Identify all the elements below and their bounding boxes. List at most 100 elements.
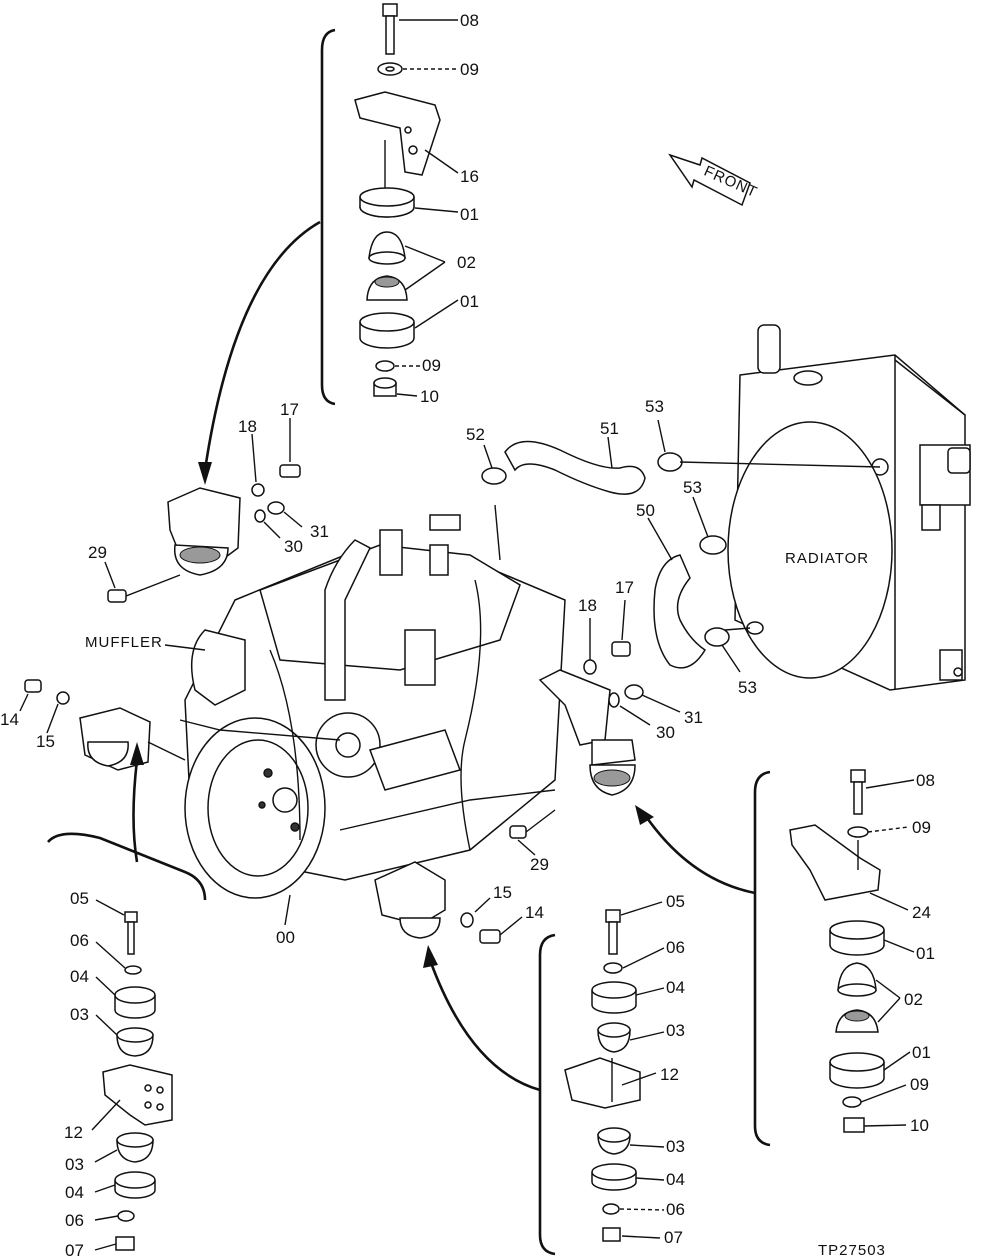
top-assembly-leaders <box>395 19 459 397</box>
callout-label: 07 <box>664 1228 683 1247</box>
front-engine-mount-bracket <box>374 861 446 926</box>
callout-label: 09 <box>912 818 931 837</box>
starter-motor <box>369 729 461 791</box>
callout-label: 04 <box>65 1183 84 1202</box>
radiator-cap <box>793 370 823 386</box>
top-assembly-callouts: 08 09 16 01 02 01 09 10 <box>420 11 479 406</box>
callout-label: 01 <box>916 944 935 963</box>
callout-label: 03 <box>666 1137 685 1156</box>
callout-label: 16 <box>460 167 479 186</box>
callout-label: 30 <box>656 723 675 742</box>
hose-clamp <box>657 452 683 472</box>
assembly-arrow-bottom-center <box>428 959 541 1092</box>
right-side-hardware <box>509 599 681 856</box>
bottom-right-callouts: 08 09 24 01 02 01 09 10 <box>904 771 935 1135</box>
callout-label: 50 <box>636 501 655 520</box>
callout-label: 53 <box>738 678 757 697</box>
callout-label: 05 <box>666 892 685 911</box>
callout-label: 04 <box>666 1170 685 1189</box>
callout-label: 29 <box>530 855 549 874</box>
callout-label: 03 <box>70 1005 89 1024</box>
callout-label: 52 <box>466 425 485 444</box>
lock-washer <box>375 360 395 372</box>
assembly-arrow-bottom-right <box>643 814 756 895</box>
callout-label: 29 <box>88 543 107 562</box>
top-mount-assembly <box>320 3 441 406</box>
callout-label: 06 <box>666 938 685 957</box>
bottom-center-leaders <box>619 901 665 1239</box>
hose-callouts: 52 51 53 50 53 53 <box>466 397 757 697</box>
callout-label: 09 <box>422 356 441 375</box>
callout-label: 12 <box>64 1123 83 1142</box>
callout-label: 31 <box>684 708 703 727</box>
drawing-number: TP27503 <box>818 1242 886 1259</box>
callout-label: 09 <box>910 1075 929 1094</box>
callout-label: 08 <box>460 11 479 30</box>
far-left-mount <box>19 679 186 771</box>
bottom-center-assembly <box>423 909 641 1256</box>
callout-label: 01 <box>460 292 479 311</box>
callout-label: 02 <box>904 990 923 1009</box>
bottom-center-bracket-line <box>538 933 556 1256</box>
callout-label: 01 <box>460 205 479 224</box>
callout-label: 31 <box>310 522 329 541</box>
engine <box>179 504 636 939</box>
callout-label: 04 <box>666 978 685 997</box>
callout-label: 24 <box>912 903 931 922</box>
callout-label: 10 <box>420 387 439 406</box>
bottom-left-assembly <box>47 742 207 1251</box>
callout-label: 17 <box>280 400 299 419</box>
radiator: RADIATOR <box>727 324 971 691</box>
top-assembly-bracket-line <box>320 28 336 406</box>
upper-radiator-hose <box>504 440 646 495</box>
left-engine-mount <box>107 464 301 603</box>
bottom-left-bracket-line <box>47 832 207 901</box>
bottom-center-callouts: 05 06 04 03 12 03 04 06 07 <box>660 892 685 1247</box>
callout-label: 12 <box>660 1065 679 1084</box>
callout-label: 15 <box>493 883 512 902</box>
bottom-right-bracket-line <box>753 770 771 1147</box>
radiator-label: RADIATOR <box>785 550 869 567</box>
callout-label: 14 <box>0 710 19 729</box>
callout-label: 51 <box>600 419 619 438</box>
callout-label: 01 <box>912 1043 931 1062</box>
bottom-left-callouts: 05 06 04 03 12 03 04 06 07 <box>64 889 89 1260</box>
engine-bracket <box>354 91 441 176</box>
hose-clamp <box>699 535 727 555</box>
callout-label: 06 <box>65 1211 84 1230</box>
callout-label: 30 <box>284 537 303 556</box>
hose-clamp <box>704 627 730 647</box>
rubber-upper <box>368 231 406 259</box>
callout-label: 09 <box>460 60 479 79</box>
callout-label: 18 <box>578 596 597 615</box>
callout-label: 18 <box>238 417 257 436</box>
lower-radiator-hose <box>653 554 707 669</box>
bottom-right-leaders <box>860 779 915 1127</box>
hose-clamp <box>481 467 507 485</box>
bottom-right-assembly <box>635 769 885 1147</box>
bolt-head <box>382 3 398 17</box>
hose-leaders <box>483 419 741 673</box>
callout-label: 02 <box>457 253 476 272</box>
callout-label: 53 <box>645 397 664 416</box>
callout-label: 00 <box>276 928 295 947</box>
hoses <box>481 440 881 669</box>
muffler <box>190 629 246 706</box>
front-arrow: FRONT <box>668 153 760 207</box>
bolt-shank <box>385 15 395 55</box>
bottom-left-leaders <box>91 899 126 1251</box>
front-mount-hardware: 15 14 <box>460 883 544 944</box>
assembly-arrow-top <box>203 220 321 471</box>
muffler-label: MUFFLER <box>85 634 163 651</box>
callout-label: 04 <box>70 967 89 986</box>
callout-label: 10 <box>910 1116 929 1135</box>
callout-label: 05 <box>70 889 89 908</box>
right-side-callouts: 18 17 31 30 29 <box>530 578 703 874</box>
far-left-callouts: 14 15 <box>0 710 55 751</box>
callout-label: 03 <box>65 1155 84 1174</box>
callout-label: 14 <box>525 903 544 922</box>
callout-label: 07 <box>65 1241 84 1260</box>
callout-label: 53 <box>683 478 702 497</box>
callout-label: 03 <box>666 1021 685 1040</box>
callout-label: 15 <box>36 732 55 751</box>
